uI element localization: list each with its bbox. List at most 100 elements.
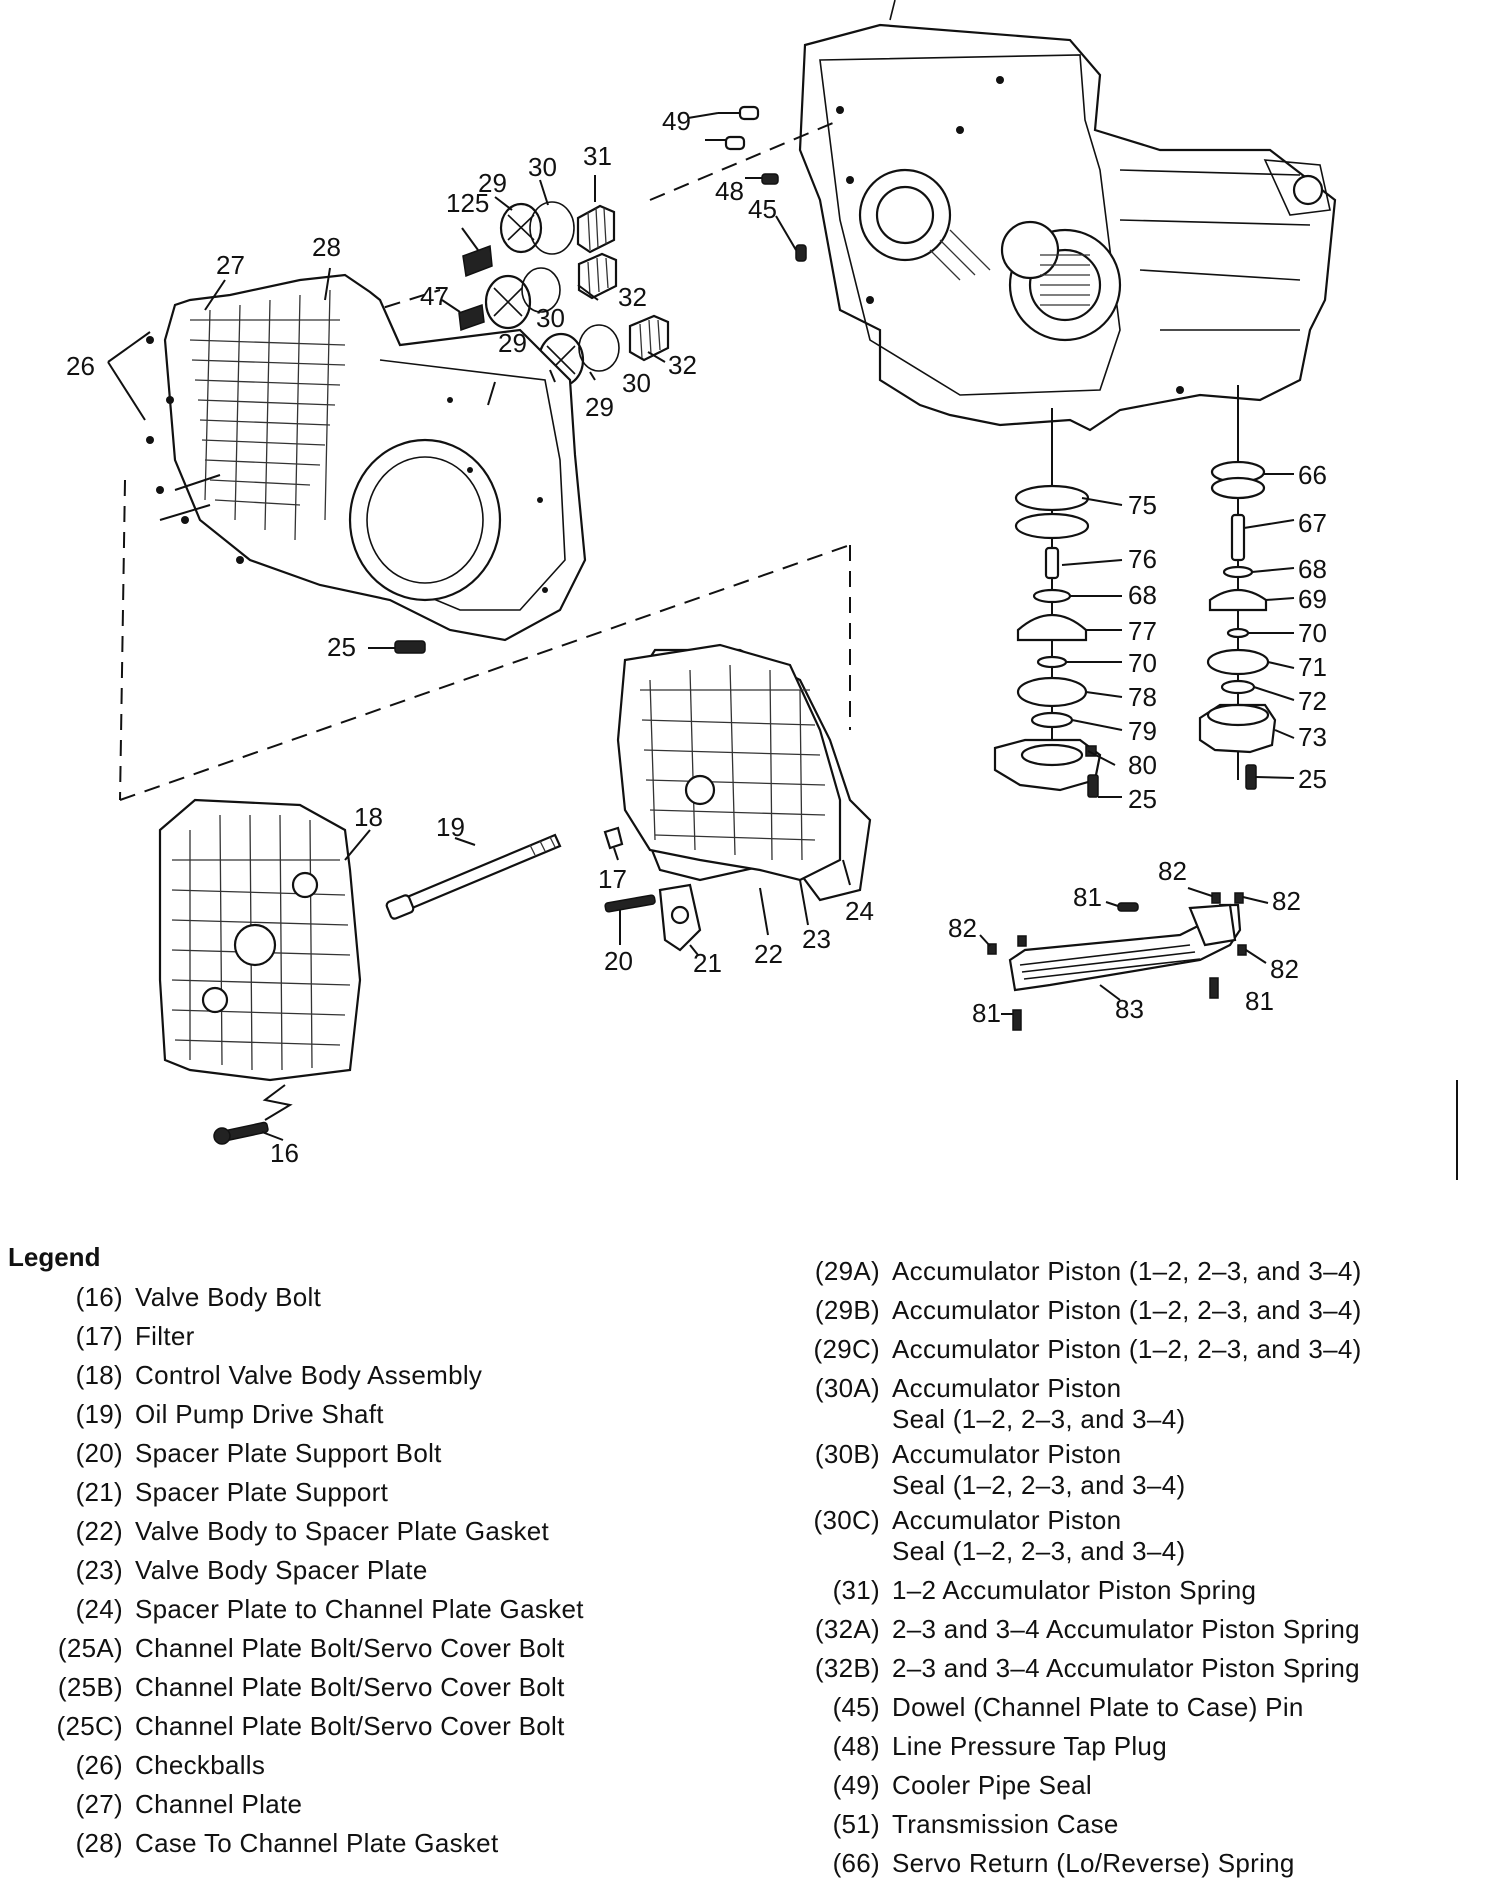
legend-num: (30C)	[813, 1505, 880, 1535]
callout-71: 71	[1298, 652, 1327, 682]
legend-text: 1–2 Accumulator Piston Spring	[892, 1575, 1257, 1605]
spacer-plate-support-21	[658, 883, 702, 952]
line-pressure-tap-plug-48	[761, 173, 779, 185]
callout-28: 28	[312, 232, 341, 262]
dowel-pin-45	[795, 244, 807, 262]
callout-73: 73	[1298, 722, 1327, 752]
callout-49: 49	[662, 106, 691, 136]
legend-text: Channel Plate Bolt/Servo Cover Bolt	[135, 1633, 565, 1663]
callout-24: 24	[845, 896, 874, 926]
legend-entry: (26)Checkballs	[28, 1746, 648, 1785]
callout-70-left: 70	[1128, 648, 1157, 678]
legend-text: Line Pressure Tap Plug	[892, 1731, 1167, 1761]
legend-entry: (23)Valve Body Spacer Plate	[28, 1551, 648, 1590]
legend-num: (21)	[75, 1477, 123, 1507]
legend-text: Accumulator Piston	[892, 1505, 1122, 1535]
legend-text: Cooler Pipe Seal	[892, 1770, 1092, 1800]
legend-entry: (51) Transmission Case	[790, 1805, 1490, 1844]
callout-82-top: 82	[1158, 856, 1187, 886]
legend-text: Accumulator Piston (1–2, 2–3, and 3–4)	[892, 1295, 1362, 1325]
legend-entry: (32A)2–3 and 3–4 Accumulator Piston Spri…	[790, 1610, 1490, 1649]
callout-69: 69	[1298, 584, 1327, 614]
legend-num: (49)	[832, 1770, 880, 1800]
legend-text: Valve Body to Spacer Plate Gasket	[135, 1516, 550, 1546]
legend-text: Filter	[135, 1321, 195, 1351]
legend-entry: (27) Channel Plate	[28, 1785, 648, 1824]
legend-num: (27)	[75, 1789, 123, 1819]
transmission-case-drawing	[798, 0, 1337, 432]
legend-num: (20)	[75, 1438, 123, 1468]
callout-70-right: 70	[1298, 618, 1327, 648]
legend-num: (25A)	[57, 1633, 123, 1663]
legend-entry: (48)Line Pressure Tap Plug	[790, 1727, 1490, 1766]
legend-right-column: (29A)Accumulator Piston (1–2, 2–3, and 3…	[790, 1252, 1490, 1883]
filter-17	[603, 826, 624, 850]
legend-text: Spacer Plate Support Bolt	[135, 1438, 442, 1468]
callout-79: 79	[1128, 716, 1157, 746]
legend-text: Control Valve Body Assembly	[135, 1360, 483, 1390]
legend-num: (18)	[75, 1360, 123, 1390]
legend-text: Valve Body Bolt	[135, 1282, 322, 1312]
callout-75: 75	[1128, 490, 1157, 520]
callout-125: 125	[446, 188, 489, 218]
legend-entry: (25A) Channel Plate Bolt/Servo Cover Bolt	[28, 1629, 648, 1668]
servo-stack-right	[1198, 385, 1295, 790]
legend-num: (30B)	[814, 1439, 880, 1469]
legend-num: (51)	[832, 1809, 880, 1839]
legend-entry: (29B)Accumulator Piston (1–2, 2–3, and 3…	[790, 1291, 1490, 1330]
spacer-plate-assembly	[616, 643, 872, 902]
legend-entry: (49) Cooler Pipe Seal	[790, 1766, 1490, 1805]
callout-81-right: 81	[1245, 986, 1274, 1016]
callout-16: 16	[270, 1138, 299, 1168]
callout-82-right-top: 82	[1272, 886, 1301, 916]
callout-82-left: 82	[948, 913, 977, 943]
legend-left-column: (16)Valve Body Bolt (17)Filter (18)Contr…	[28, 1278, 648, 1863]
legend-text: Accumulator Piston (1–2, 2–3, and 3–4)	[892, 1256, 1362, 1286]
legend-entry: (24)Spacer Plate to Channel Plate Gasket	[28, 1590, 648, 1629]
legend-text: Dowel (Channel Plate to Case) Pin	[892, 1692, 1304, 1722]
legend-entry: (25C)Channel Plate Bolt/Servo Cover Bolt	[28, 1707, 648, 1746]
channel-plate-27	[146, 273, 587, 642]
callout-26: 26	[66, 351, 95, 381]
legend-entry: (22) Valve Body to Spacer Plate Gasket	[28, 1512, 648, 1551]
legend-text: Spacer Plate to Channel Plate Gasket	[135, 1594, 584, 1624]
legend-text: Oil Pump Drive Shaft	[135, 1399, 384, 1429]
legend-text: Servo Return (Lo/Reverse) Spring	[892, 1848, 1295, 1878]
legend-num: (31)	[832, 1575, 880, 1605]
legend-entry: (19)Oil Pump Drive Shaft	[28, 1395, 648, 1434]
callout-25-servo-left: 25	[1128, 784, 1157, 814]
callout-72: 72	[1298, 686, 1327, 716]
legend-text: Case To Channel Plate Gasket	[135, 1828, 499, 1858]
callout-31: 31	[583, 141, 612, 171]
cooler-pipe-seals-49	[705, 105, 760, 151]
callout-20: 20	[604, 946, 633, 976]
callout-17: 17	[598, 864, 627, 894]
legend-text: Transmission Case	[892, 1809, 1119, 1839]
legend-entry: (18) Control Valve Body Assembly	[28, 1356, 648, 1395]
legend-num: (16)	[75, 1282, 123, 1312]
oil-pump-drive-shaft-19	[385, 833, 562, 920]
spacer-support-bolt-20	[604, 894, 656, 913]
legend-text: Accumulator Piston (1–2, 2–3, and 3–4)	[892, 1334, 1362, 1364]
margin-mark	[1456, 1080, 1458, 1180]
legend-text: Channel Plate	[135, 1789, 303, 1819]
callout-81-top: 81	[1073, 882, 1102, 912]
callout-30: 30	[528, 152, 557, 182]
legend-entry: (25B)Channel Plate Bolt/Servo Cover Bolt	[28, 1668, 648, 1707]
callout-29-lower: 29	[585, 392, 614, 422]
legend-num: (32A)	[814, 1614, 880, 1644]
legend-entry: (29C) Accumulator Piston (1–2, 2–3, and 3…	[790, 1330, 1490, 1369]
legend-entry: (16) Valve Body Bolt	[28, 1278, 648, 1317]
legend-num: (25B)	[57, 1672, 123, 1702]
legend-text: Spacer Plate Support	[135, 1477, 389, 1507]
control-valve-body-18	[158, 798, 362, 1082]
legend-num: (22)	[75, 1516, 123, 1546]
callout-29-mid: 29	[498, 328, 527, 358]
legend-num: (29C)	[813, 1334, 880, 1364]
legend-text: 2–3 and 3–4 Accumulator Piston Spring	[892, 1653, 1360, 1683]
callout-45: 45	[748, 194, 777, 224]
callout-30-lower: 30	[622, 368, 651, 398]
legend-title: Legend	[8, 1242, 101, 1272]
